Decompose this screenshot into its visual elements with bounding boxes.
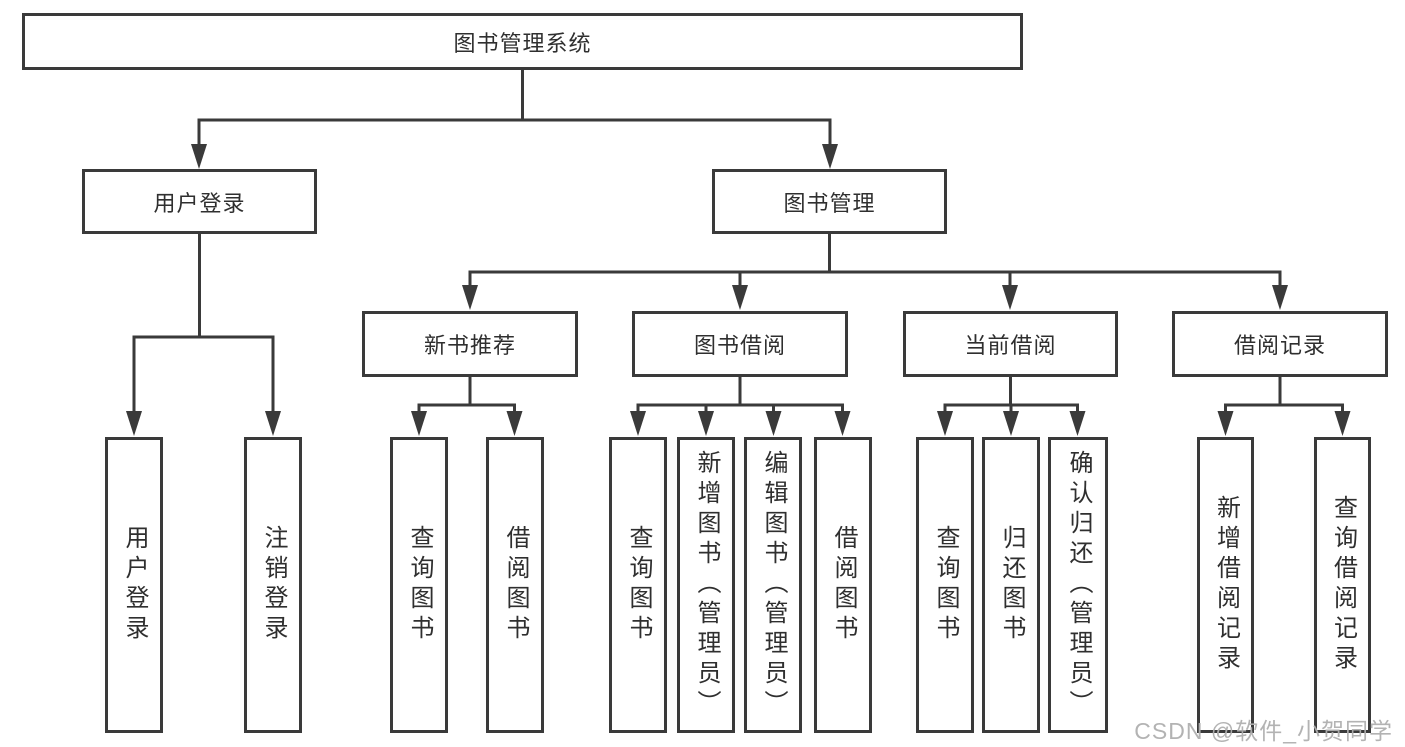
leaf-query-books-1: 查询图书 bbox=[390, 437, 448, 733]
node-label: 用户登录 bbox=[153, 190, 246, 216]
connector-book-borrow bbox=[630, 375, 851, 436]
node-label: 当前借阅 bbox=[964, 333, 1057, 358]
connector-root bbox=[191, 67, 838, 169]
node-user-login: 用户登录 bbox=[82, 169, 317, 234]
leaf-user-login: 用户登录 bbox=[105, 437, 163, 733]
leaf-label: 查询图书 bbox=[625, 525, 652, 645]
connector-user-login bbox=[126, 232, 281, 436]
node-library-management-system: 图书管理系统 bbox=[22, 13, 1023, 70]
leaf-label: 确认归还（管理员） bbox=[1065, 450, 1092, 720]
leaf-query-books-3: 查询图书 bbox=[916, 437, 974, 733]
node-label: 图书管理 bbox=[783, 190, 876, 216]
leaf-label: 借阅图书 bbox=[830, 525, 857, 645]
leaf-label: 借阅图书 bbox=[502, 525, 529, 645]
connector-borrow-records bbox=[1217, 375, 1351, 436]
connector-new-book-recommend bbox=[411, 375, 523, 436]
leaf-add-books-admin: 新增图书（管理员） bbox=[677, 437, 735, 733]
leaf-label: 查询图书 bbox=[932, 525, 959, 645]
leaf-return-books: 归还图书 bbox=[982, 437, 1040, 733]
leaf-borrow-books-2: 借阅图书 bbox=[814, 437, 872, 733]
leaf-query-books-2: 查询图书 bbox=[609, 437, 667, 733]
node-borrow-records: 借阅记录 bbox=[1172, 311, 1388, 377]
connector-book-management bbox=[462, 232, 1288, 310]
node-label: 图书管理系统 bbox=[453, 30, 592, 56]
leaf-label: 归还图书 bbox=[998, 525, 1025, 645]
leaf-label: 新增借阅记录 bbox=[1212, 495, 1240, 675]
node-label: 借阅记录 bbox=[1233, 333, 1326, 358]
leaf-label: 查询借阅记录 bbox=[1329, 495, 1357, 675]
leaf-logout: 注销登录 bbox=[244, 437, 302, 733]
leaf-label: 新增图书（管理员） bbox=[693, 450, 720, 720]
node-book-borrow: 图书借阅 bbox=[632, 311, 848, 377]
leaf-label: 编辑图书（管理员） bbox=[760, 450, 787, 720]
leaf-label: 注销登录 bbox=[260, 525, 287, 645]
node-new-book-recommend: 新书推荐 bbox=[362, 311, 578, 377]
leaf-query-borrow-record: 查询借阅记录 bbox=[1314, 437, 1371, 733]
node-current-borrow: 当前借阅 bbox=[903, 311, 1118, 377]
node-label: 新书推荐 bbox=[423, 333, 516, 358]
leaf-add-borrow-record: 新增借阅记录 bbox=[1197, 437, 1254, 733]
node-book-management: 图书管理 bbox=[712, 169, 947, 234]
csdn-watermark: CSDN @软件_小贺同学 bbox=[1134, 718, 1393, 744]
leaf-edit-books-admin: 编辑图书（管理员） bbox=[744, 437, 802, 733]
connector-current-borrow bbox=[937, 375, 1086, 436]
leaf-borrow-books-1: 借阅图书 bbox=[486, 437, 544, 733]
leaf-label: 查询图书 bbox=[406, 525, 433, 645]
leaf-label: 用户登录 bbox=[121, 525, 148, 645]
node-label: 图书借阅 bbox=[693, 333, 786, 358]
leaf-confirm-return-admin: 确认归还（管理员） bbox=[1048, 437, 1108, 733]
